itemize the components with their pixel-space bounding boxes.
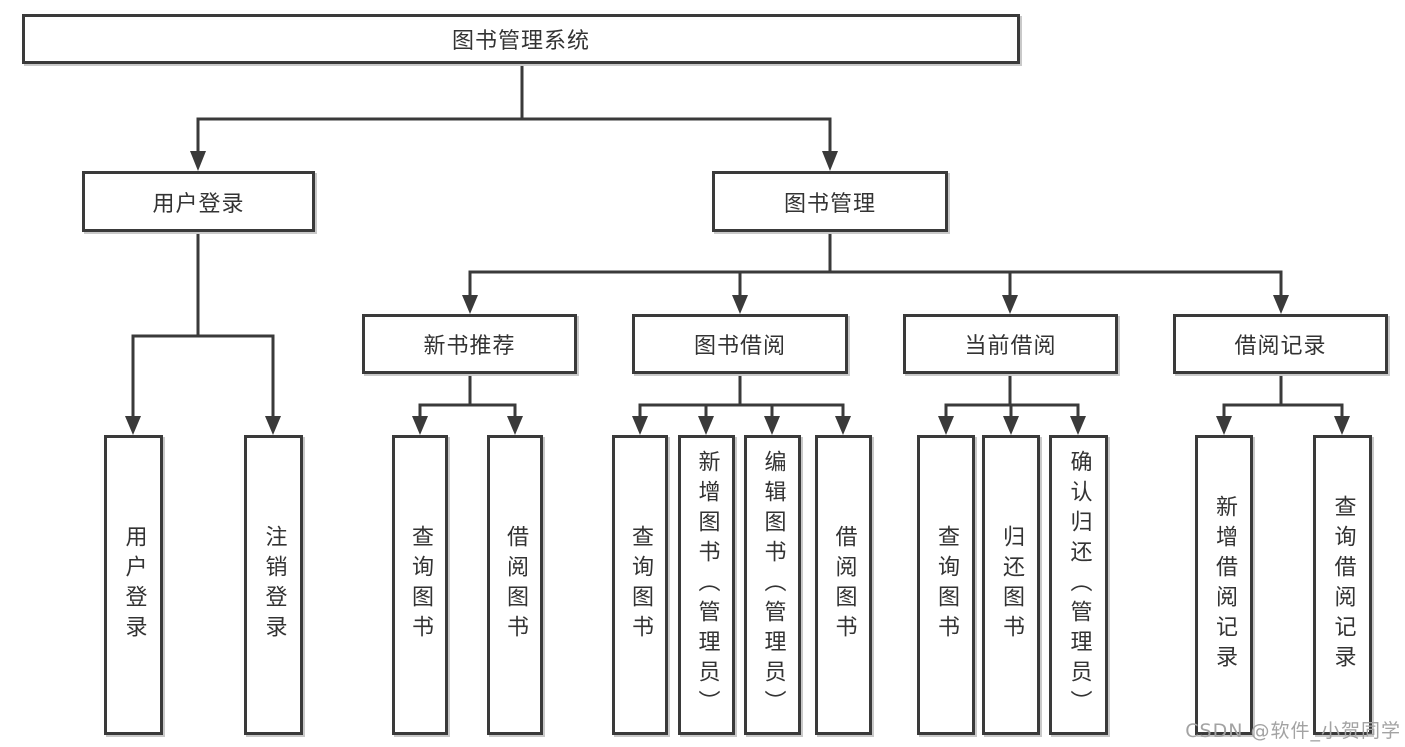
node-new-book-recommend-label: 新书推荐	[423, 334, 516, 359]
leaf-cb-return-book-label: 归还图书	[999, 525, 1024, 645]
leaf-nbr-query-book: 查询图书	[392, 435, 448, 735]
node-user-login: 用户登录	[82, 171, 315, 232]
leaf-cb-query-book-label: 查询图书	[934, 525, 959, 645]
node-book-borrow: 图书借阅	[632, 314, 848, 374]
csdn-watermark: CSDN @软件_小贺同学	[1185, 720, 1401, 742]
node-book-management-label: 图书管理	[783, 191, 876, 217]
leaf-cb-return-book: 归还图书	[982, 435, 1040, 735]
node-new-book-recommend: 新书推荐	[362, 314, 577, 374]
leaf-br-add-record-label: 新增借阅记录	[1212, 495, 1237, 675]
leaf-nbr-query-book-label: 查询图书	[408, 525, 433, 645]
node-user-login-label: 用户登录	[152, 191, 245, 217]
node-borrow-records-label: 借阅记录	[1234, 334, 1327, 359]
node-current-borrow: 当前借阅	[903, 314, 1118, 374]
node-book-management: 图书管理	[712, 171, 948, 232]
leaf-bb-query-book-label: 查询图书	[628, 525, 653, 645]
leaf-logout-label: 注销登录	[261, 525, 287, 645]
leaf-user-login-label: 用户登录	[121, 525, 147, 645]
leaf-br-query-record: 查询借阅记录	[1313, 435, 1372, 735]
leaf-bb-edit-book-admin-label: 编辑图书（管理员）	[760, 450, 786, 720]
node-borrow-records: 借阅记录	[1173, 314, 1388, 374]
leaf-user-login: 用户登录	[104, 435, 163, 735]
leaf-nbr-borrow-book: 借阅图书	[487, 435, 543, 735]
leaf-bb-add-book-admin-label: 新增图书（管理员）	[694, 450, 720, 720]
leaf-bb-borrow-book: 借阅图书	[815, 435, 872, 735]
leaf-br-query-record-label: 查询借阅记录	[1330, 495, 1356, 675]
leaf-cb-query-book: 查询图书	[917, 435, 975, 735]
leaf-bb-query-book: 查询图书	[612, 435, 668, 735]
node-current-borrow-label: 当前借阅	[964, 334, 1057, 359]
leaf-br-add-record: 新增借阅记录	[1195, 435, 1253, 735]
node-book-borrow-label: 图书借阅	[693, 334, 786, 359]
node-root-label: 图书管理系统	[451, 29, 590, 54]
leaf-logout: 注销登录	[244, 435, 303, 735]
leaf-nbr-borrow-book-label: 借阅图书	[503, 525, 528, 645]
node-root: 图书管理系统	[22, 14, 1020, 64]
leaf-bb-borrow-book-label: 借阅图书	[831, 525, 857, 645]
leaf-bb-edit-book-admin: 编辑图书（管理员）	[744, 435, 801, 735]
leaf-cb-confirm-return-admin-label: 确认归还（管理员）	[1066, 450, 1092, 720]
leaf-bb-add-book-admin: 新增图书（管理员）	[678, 435, 735, 735]
leaf-cb-confirm-return-admin: 确认归还（管理员）	[1049, 435, 1108, 735]
